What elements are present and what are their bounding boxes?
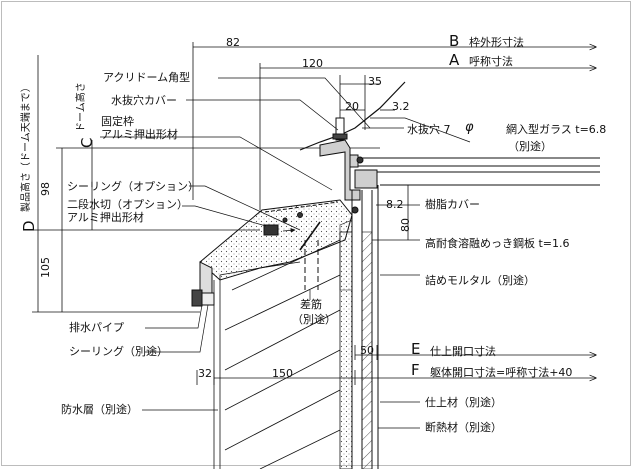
- dim-32: 32: [198, 367, 212, 380]
- label-waterproof-layer: 防水層（別途）: [61, 403, 138, 416]
- label-insulation: 断熱材（別途）: [425, 421, 502, 434]
- dim-b-letter: B: [449, 32, 460, 50]
- label-rebar: 差筋: [300, 298, 322, 311]
- label-drain-pipe: 排水パイプ: [69, 321, 124, 334]
- dim-80: 80: [399, 218, 412, 232]
- label-rebar-note: （別途）: [292, 313, 336, 326]
- label-acrylic-dome: アクリドーム角型: [103, 71, 191, 84]
- label-sealing-option: シーリング（オプション）: [67, 180, 199, 193]
- label-sealing-separate: シーリング（別途）: [69, 345, 168, 358]
- label-wire-glass: 網入型ガラス t=6.8: [506, 123, 607, 136]
- label-water-cut-material: アルミ押出形材: [67, 211, 144, 224]
- dim-f-label: 躯体開口寸法=呼称寸法+40: [430, 366, 573, 379]
- dim-c-label: ドーム高さ: [76, 82, 87, 132]
- label-drain-hole: 水抜穴 7: [407, 123, 451, 136]
- dim-3-2: 3.2: [392, 100, 410, 113]
- label-water-cut: 二段水切（オプション）: [67, 198, 188, 211]
- label-fixed-frame-material: アルミ押出形材: [101, 128, 178, 141]
- label-drain-cover: 水抜穴カバー: [111, 94, 177, 107]
- dim-e-label: 仕上開口寸法: [430, 345, 496, 358]
- label-steel-plate: 高耐食溶融めっき鋼板 t=1.6: [425, 237, 570, 250]
- dim-82: 82: [226, 36, 240, 49]
- dim-20: 20: [345, 100, 359, 113]
- dim-a-label: 呼称寸法: [469, 55, 513, 68]
- label-finish-material: 仕上材（別途）: [425, 396, 502, 409]
- dim-d-label: 製品高さ（ドーム天端まで）: [21, 82, 32, 212]
- dim-d-letter: D: [20, 220, 38, 232]
- dim-105: 105: [39, 257, 52, 278]
- label-wire-glass-note: （別途）: [508, 140, 552, 153]
- dim-f-letter: F: [411, 361, 420, 379]
- dim-c-letter: C: [78, 137, 96, 148]
- dim-b-label: 枠外形寸法: [469, 36, 524, 49]
- dim-150: 150: [272, 367, 293, 380]
- label-mortar: 詰めモルタル（別途）: [425, 274, 535, 287]
- dim-35: 35: [368, 75, 382, 88]
- dim-8-2: 8.2: [386, 198, 404, 211]
- dim-50: 50: [360, 344, 374, 357]
- dim-98: 98: [39, 182, 52, 196]
- label-fixed-frame: 固定枠: [101, 115, 134, 128]
- label-phi: φ: [465, 120, 474, 135]
- dim-e-letter: E: [411, 340, 421, 358]
- dim-a-letter: A: [449, 51, 460, 69]
- label-resin-cover: 樹脂カバー: [425, 198, 480, 211]
- dim-120: 120: [302, 57, 323, 70]
